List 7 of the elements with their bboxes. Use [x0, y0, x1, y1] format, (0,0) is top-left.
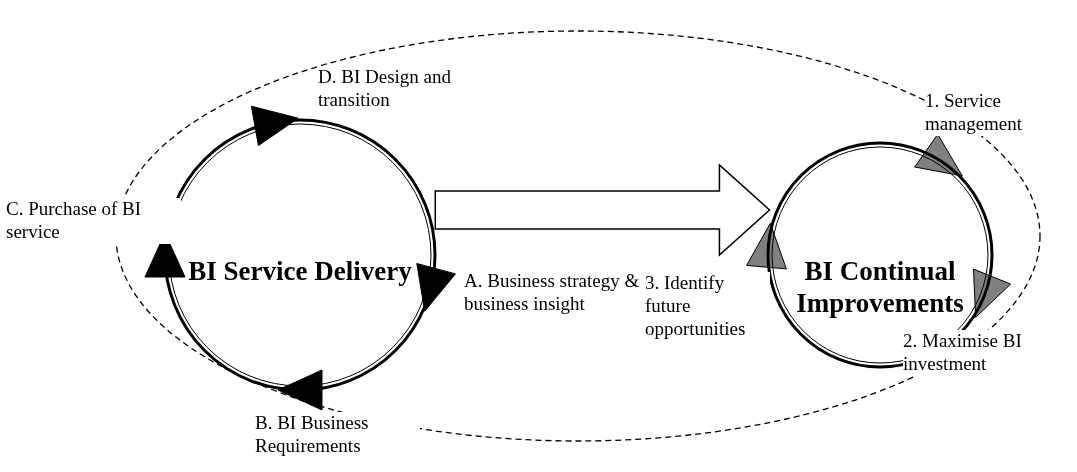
cycle-circle [764, 139, 996, 371]
cycle-title: BI Continual Improvements [795, 255, 965, 320]
block-arrow [434, 163, 771, 257]
step-label: 3. Identify future opportunities [645, 272, 770, 341]
step-label: C. Purchase of BI service [6, 198, 181, 244]
cycle-title: BI Service Delivery [187, 255, 413, 288]
step-label: B. BI Business Requirements [255, 412, 420, 458]
